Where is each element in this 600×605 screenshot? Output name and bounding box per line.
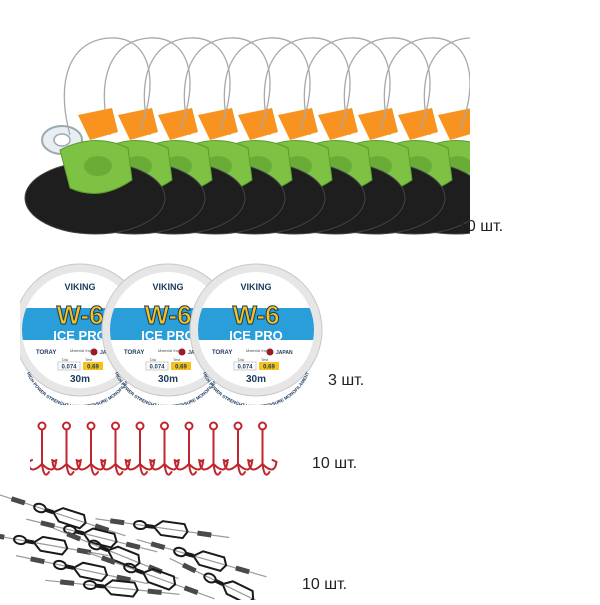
- spool-test-label: Test: [85, 357, 93, 362]
- spool-title: W-6: [56, 300, 103, 330]
- tip-up-group: [0, 20, 526, 250]
- spool-title: W-6: [232, 300, 279, 330]
- snap-group: [0, 490, 310, 605]
- tip-up-illustration: [24, 37, 526, 235]
- orange-flag: [118, 108, 158, 140]
- wire-loop: [223, 37, 311, 136]
- spool-diameter-label: Dia: [238, 357, 245, 362]
- orange-flag: [318, 108, 358, 140]
- wire-loop: [143, 37, 231, 136]
- treble-hook: [100, 421, 131, 476]
- spool-material-label: Material from: [246, 348, 270, 353]
- spool-brand: VIKING: [152, 282, 183, 292]
- treble-hook: [149, 421, 180, 476]
- wire-loop: [263, 37, 351, 136]
- snap-swivel: [169, 557, 292, 605]
- snap-swivel: [136, 539, 267, 578]
- spool-material-label: Material from: [70, 348, 94, 353]
- snap-swivel: [15, 555, 149, 585]
- wire-loop: [383, 37, 471, 136]
- treble-hook: [198, 421, 229, 476]
- spool-subtitle: ICE PRO: [141, 328, 194, 343]
- snap-swivel: [87, 552, 215, 600]
- spool-length: 30m: [246, 374, 266, 385]
- snap-illustration: [0, 493, 292, 605]
- orange-flag: [358, 108, 398, 140]
- spool-quantity: 3 шт.: [328, 372, 365, 389]
- spool-test: 0.69: [263, 365, 275, 371]
- orange-flag: [198, 108, 238, 140]
- spool-diameter: 0.074: [61, 365, 77, 371]
- japan-flag-icon: [266, 348, 274, 356]
- orange-flag: [278, 108, 318, 140]
- orange-flag: [158, 108, 198, 140]
- snap-swivel: [95, 518, 230, 540]
- spool-maker: TORAY: [36, 350, 56, 356]
- japan-flag-icon: [178, 348, 186, 356]
- spool-band: [198, 308, 314, 340]
- treble-hook: [26, 421, 58, 476]
- wire-loop: [103, 37, 191, 136]
- wire-loop: [183, 37, 271, 136]
- wire-loop: [303, 37, 391, 136]
- orange-flag: [398, 108, 438, 140]
- spool-test-label: Test: [173, 357, 181, 362]
- snap-swivel: [0, 531, 109, 557]
- spool-brand: VIKING: [240, 282, 271, 292]
- orange-flag: [238, 108, 278, 140]
- orange-flag: [78, 108, 118, 140]
- spool-length: 30m: [158, 374, 178, 385]
- snap-swivel: [45, 579, 180, 598]
- snap-swivel: [53, 527, 179, 580]
- spool-diameter: 0.074: [237, 365, 253, 371]
- hook-illustration: [26, 421, 278, 476]
- tip-up-stack: [24, 37, 526, 235]
- spool-maker: TORAY: [212, 350, 232, 356]
- treble-hook: [124, 421, 156, 476]
- spool-brand: VIKING: [64, 282, 95, 292]
- hook-row: [26, 421, 278, 476]
- spool-origin: JAPAN: [276, 350, 293, 356]
- spool-test: 0.69: [175, 365, 187, 371]
- tip-up-quantity: 10 шт.: [458, 218, 504, 235]
- spool-diameter-label: Dia: [62, 357, 69, 362]
- spool-material-label: Material from: [158, 348, 182, 353]
- snap-pile: [0, 493, 292, 605]
- spool-subtitle: ICE PRO: [229, 328, 282, 343]
- spool-diameter: 0.074: [149, 365, 165, 371]
- hook-group: [26, 420, 300, 490]
- hook-quantity: 10 шт.: [312, 455, 358, 472]
- spool-maker: TORAY: [124, 350, 144, 356]
- wire-loop: [343, 37, 431, 136]
- spool-diameter-label: Dia: [150, 357, 157, 362]
- green-spool: [84, 156, 112, 176]
- snap-quantity: 10 шт.: [302, 576, 348, 593]
- snap-swivel: [0, 493, 126, 537]
- treble-hook: [75, 421, 107, 476]
- orange-flag: [438, 108, 478, 140]
- treble-hook: [173, 421, 205, 476]
- tip-up: [24, 37, 166, 235]
- spool-test-label: Test: [261, 357, 269, 362]
- spool-title: W-6: [144, 300, 191, 330]
- japan-flag-icon: [90, 348, 98, 356]
- wire-loop: [63, 37, 151, 136]
- treble-hook: [222, 421, 254, 476]
- spool-length: 30m: [70, 374, 90, 385]
- spool-subtitle: ICE PRO: [53, 328, 106, 343]
- treble-hook: [247, 421, 278, 476]
- treble-hook: [51, 421, 82, 476]
- spool-test: 0.69: [87, 365, 99, 371]
